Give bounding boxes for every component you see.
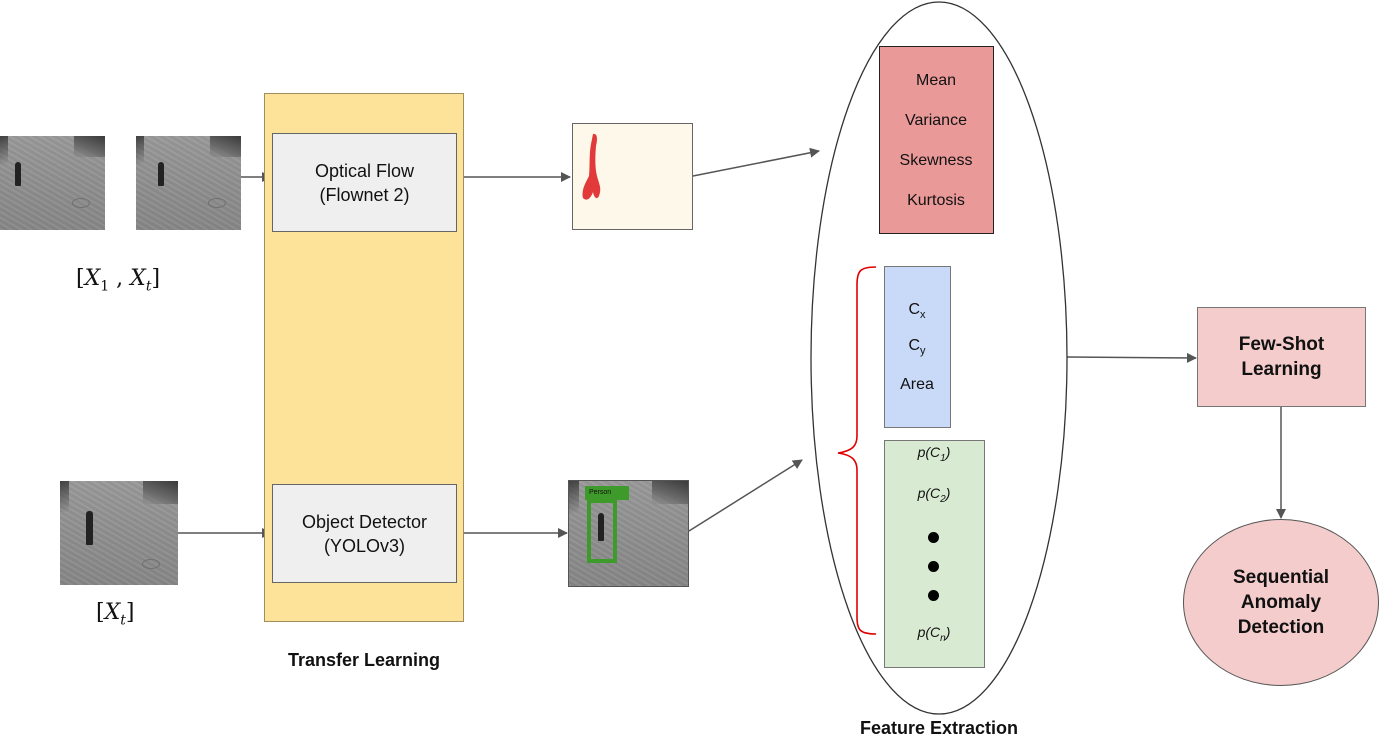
ellipsis-dot <box>928 561 939 572</box>
prob-cn: p(Cn) <box>917 624 951 644</box>
transfer-learning-caption: Transfer Learning <box>287 650 441 670</box>
input-frame-x1 <box>0 136 105 230</box>
stat-skewness: Skewness <box>899 152 973 169</box>
ellipsis-dot <box>928 590 939 601</box>
frame-single-label: [Xt] <box>96 600 135 629</box>
feature-extraction-caption: Feature Extraction <box>859 718 1019 738</box>
detection-output: Person <box>568 480 689 587</box>
flow-silhouette-icon <box>582 133 601 200</box>
stat-kurtosis: Kurtosis <box>907 192 965 209</box>
few-shot-learning-box: Few-Shot Learning <box>1197 307 1366 407</box>
object-detector-box: Object Detector (YOLOv3) <box>272 484 457 583</box>
prob-c1: p(C1) <box>917 444 951 464</box>
optical-flow-output <box>572 123 693 230</box>
feature-extraction-ellipse <box>810 1 1068 715</box>
frame-pair-label: [X1 , Xt] <box>76 266 161 295</box>
class-probabilities-box: p(C1) p(C2) p(Cn) <box>884 440 985 668</box>
arrow-features-to-few-shot <box>1066 352 1197 363</box>
anomaly-detection-node: Sequential Anomaly Detection <box>1183 519 1379 686</box>
input-frame-single <box>60 481 178 585</box>
arrow-detection-image-to-features <box>688 459 803 532</box>
arrow-flow-image-to-features <box>692 147 820 177</box>
ellipsis-dot <box>928 532 939 543</box>
prob-c2: p(C2) <box>917 485 951 505</box>
stat-variance: Variance <box>905 112 967 129</box>
input-frame-xt <box>136 136 241 230</box>
statistics-box: Mean Variance Skewness Kurtosis <box>879 46 994 234</box>
bbox-features-box: Cx Cy Area <box>884 266 951 428</box>
detection-bounding-box <box>587 499 617 563</box>
optical-flow-box: Optical Flow (Flownet 2) <box>272 133 457 232</box>
feature-cx: Cx <box>908 301 926 322</box>
stat-mean: Mean <box>915 72 957 89</box>
feature-area: Area <box>900 376 934 393</box>
detection-tag: Person <box>585 486 629 500</box>
feature-cy: Cy <box>908 337 926 358</box>
curly-brace <box>837 266 877 635</box>
